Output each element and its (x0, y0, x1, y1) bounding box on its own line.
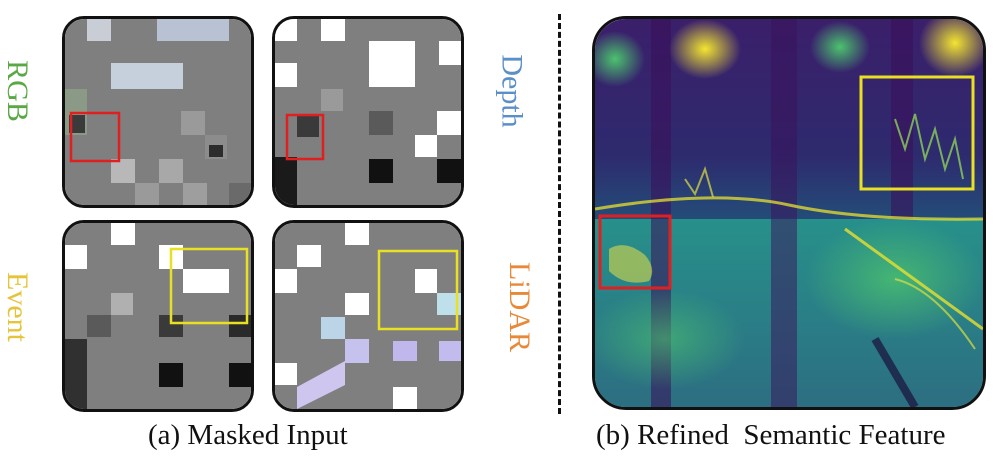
depth-label: Depth (495, 54, 529, 128)
rgb-red-highlight-box (69, 111, 121, 163)
caption-masked-input: (a) Masked Input (148, 419, 348, 451)
lidar-masked-image (275, 223, 461, 409)
rgb-label: RGB (0, 60, 34, 122)
depth-masked-tile (272, 16, 464, 208)
rgb-masked-tile (62, 16, 254, 208)
feature-heatmap-image (595, 19, 983, 407)
rgb-masked-image (65, 19, 251, 205)
feature-red-highlight-box (598, 214, 672, 290)
lidar-yellow-highlight-box (377, 249, 459, 331)
section-divider (558, 14, 561, 414)
event-masked-image (65, 223, 251, 409)
refined-feature-map (592, 16, 986, 410)
lidar-masked-tile (272, 220, 464, 412)
event-yellow-highlight-box (169, 247, 249, 325)
event-label: Event (0, 272, 34, 342)
feature-yellow-highlight-box (859, 75, 975, 191)
event-masked-tile (62, 220, 254, 412)
depth-red-highlight-box (285, 113, 325, 161)
caption-refined-semantic-feature: (b) Refined Semantic Feature (596, 419, 946, 451)
lidar-label: LiDAR (503, 262, 536, 352)
depth-masked-image (275, 19, 461, 205)
